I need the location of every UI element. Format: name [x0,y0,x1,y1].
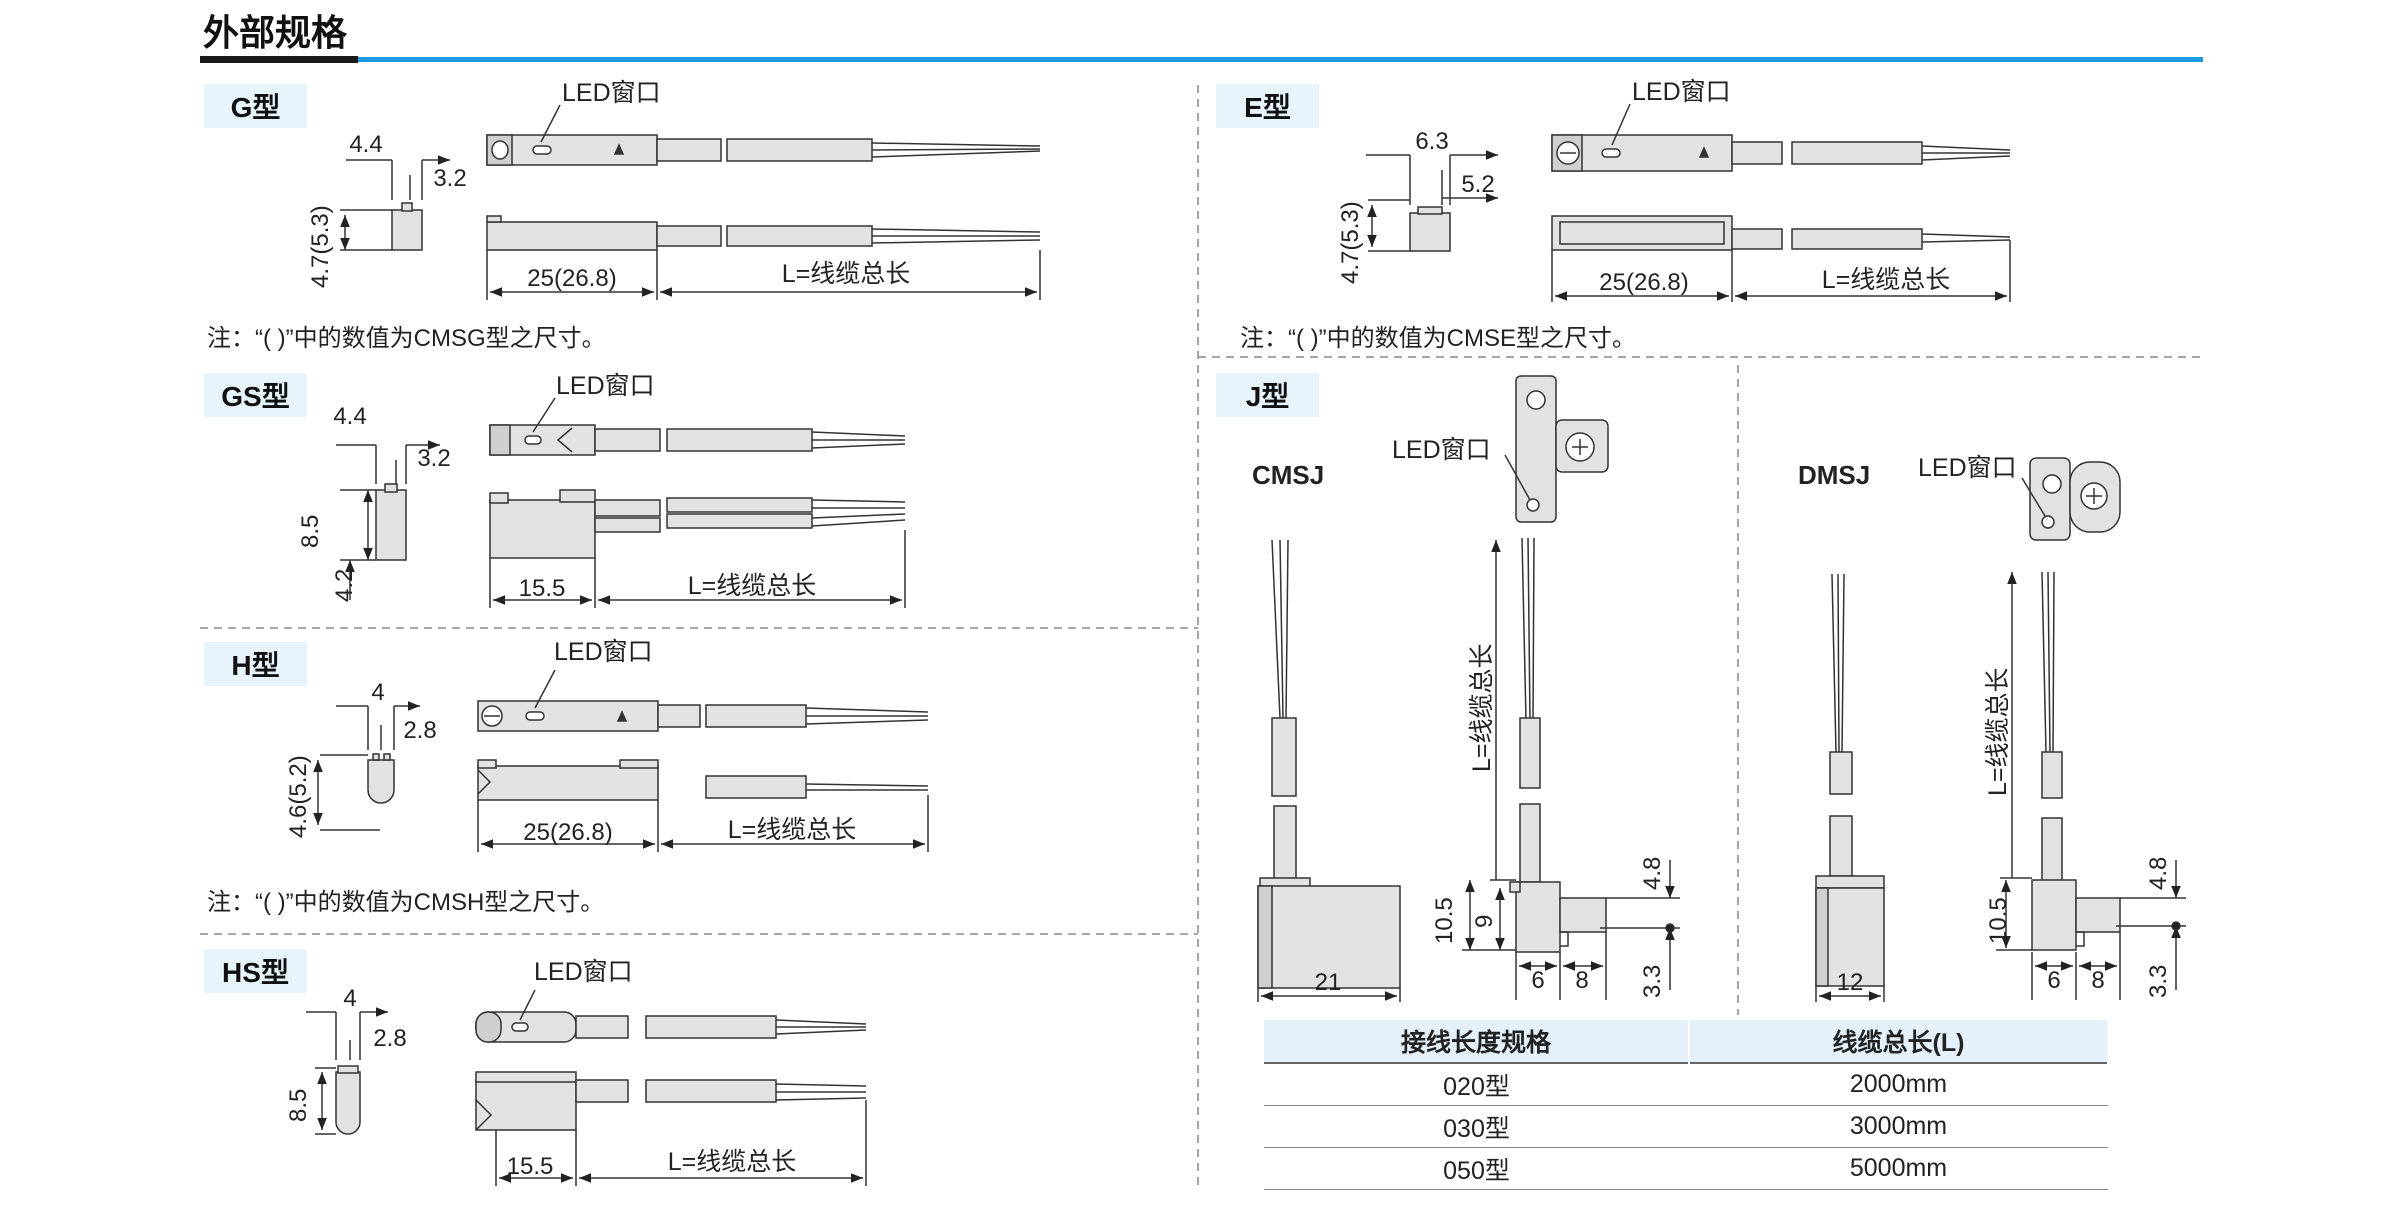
gs-dim-width: 4.4 [333,403,366,430]
dmsj-label: DMSJ [1798,460,1870,490]
dmsj-cable-length-label: L=线缆总长 [1984,667,2012,796]
e-dim-length: 25(26.8) [1599,269,1688,296]
g-led-window-label: LED窗口 [562,79,661,107]
gs-dim-length: 15.5 [519,575,566,602]
hs-dim-length: 15.5 [507,1153,554,1180]
cmsj-cable-length-label: L=线缆总长 [1468,643,1496,772]
gs-dim-height: 8.5 [297,515,324,548]
gs-led-window-label: LED窗口 [556,372,655,400]
cmsj-dim-b: 8 [1575,967,1588,994]
dmsj-dim-e: 3.3 [2145,965,2172,998]
dmsj-dim-height: 10.5 [1985,897,2012,944]
tag-h-type: H型 [204,642,307,686]
note-h-type: 注：“( )”中的数值为CMSH型之尺寸。 [207,889,605,916]
cmsj-dim-e: 3.3 [1639,965,1666,998]
g-dim-length: 25(26.8) [527,265,616,292]
cmsj-dim-width: 21 [1315,969,1342,996]
hs-dim-height: 8.5 [285,1089,312,1122]
cmsj-dim-height: 10.5 [1431,897,1458,944]
table-cell-length: 5000mm [1689,1147,2108,1190]
table-cell-spec: 030型 [1264,1105,1689,1148]
cmsj-dim-c: 4.8 [1639,857,1666,890]
dmsj-dim-b: 8 [2091,967,2104,994]
g-type-drawing [340,104,1041,300]
title-underline-accent [358,57,2203,62]
h-dim-length: 25(26.8) [523,819,612,846]
gs-dim-depth: 3.2 [417,445,450,472]
e-dim-depth: 5.2 [1461,171,1494,198]
e-type-drawing [1366,103,2011,302]
g-cable-length-label: L=线缆总长 [782,260,911,288]
dmsj-drawing [1815,457,2186,1002]
cable-length-table: 接线长度规格 线缆总长(L) 020型 2000mm 030型 3000mm 0… [1264,1020,2109,1190]
gs-type-drawing [336,397,906,608]
table-cell-spec: 050型 [1264,1147,1689,1190]
h-dim-width: 4 [371,679,384,706]
dmsj-dim-width: 12 [1837,969,1864,996]
table-header-spec: 接线长度规格 [1264,1020,1690,1063]
tag-j-type: J型 [1216,373,1319,417]
table-cell-spec: 020型 [1264,1063,1689,1106]
g-dim-depth: 3.2 [433,165,466,192]
gs-dim-height-lower: 4.2 [331,569,358,602]
note-e-type: 注：“( )”中的数值为CMSE型之尺寸。 [1240,325,1636,352]
h-cable-length-label: L=线缆总长 [728,816,857,844]
hs-dim-depth: 2.8 [373,1025,406,1052]
e-cable-length-label: L=线缆总长 [1822,266,1951,294]
table-row: 050型 5000mm [1264,1147,2108,1190]
tag-e-type: E型 [1216,84,1319,128]
h-dim-depth: 2.8 [403,717,436,744]
hs-type-drawing [306,989,867,1186]
table-cell-length: 3000mm [1689,1105,2108,1148]
tag-hs-type: HS型 [204,949,307,993]
h-dim-height: 4.6(5.2) [285,755,312,838]
hs-dim-width: 4 [343,985,356,1012]
e-led-window-label: LED窗口 [1632,78,1731,106]
tag-gs-type: GS型 [204,373,307,417]
g-dim-width: 4.4 [349,131,382,158]
h-led-window-label: LED窗口 [554,638,653,666]
note-g-type: 注：“( )”中的数值为CMSG型之尺寸。 [207,325,606,352]
dmsj-dim-c: 4.8 [2145,857,2172,890]
table-row: 030型 3000mm [1264,1105,2108,1148]
cmsj-dim-a: 6 [1531,967,1544,994]
g-dim-height: 4.7(5.3) [307,205,334,288]
table-header-length: 线缆总长(L) [1689,1020,2109,1063]
title-underline-dark [200,56,358,63]
page-title: 外部规格 [203,12,348,53]
gs-cable-length-label: L=线缆总长 [688,572,817,600]
dmsj-led-window-label: LED窗口 [1918,454,2017,482]
cmsj-dim-height-inner: 9 [1471,915,1498,928]
h-type-drawing [313,669,929,852]
cmsj-drawing [1257,375,1680,1002]
cmsj-led-window-label: LED窗口 [1392,436,1491,464]
dmsj-dim-a: 6 [2047,967,2060,994]
tag-g-type: G型 [204,84,307,128]
table-row: 020型 2000mm [1264,1063,2108,1106]
cmsj-label: CMSJ [1252,460,1324,490]
hs-cable-length-label: L=线缆总长 [668,1148,797,1176]
hs-led-window-label: LED窗口 [534,958,633,986]
table-cell-length: 2000mm [1689,1063,2108,1106]
e-dim-width: 6.3 [1415,128,1448,155]
e-dim-height: 4.7(5.3) [1337,201,1364,284]
